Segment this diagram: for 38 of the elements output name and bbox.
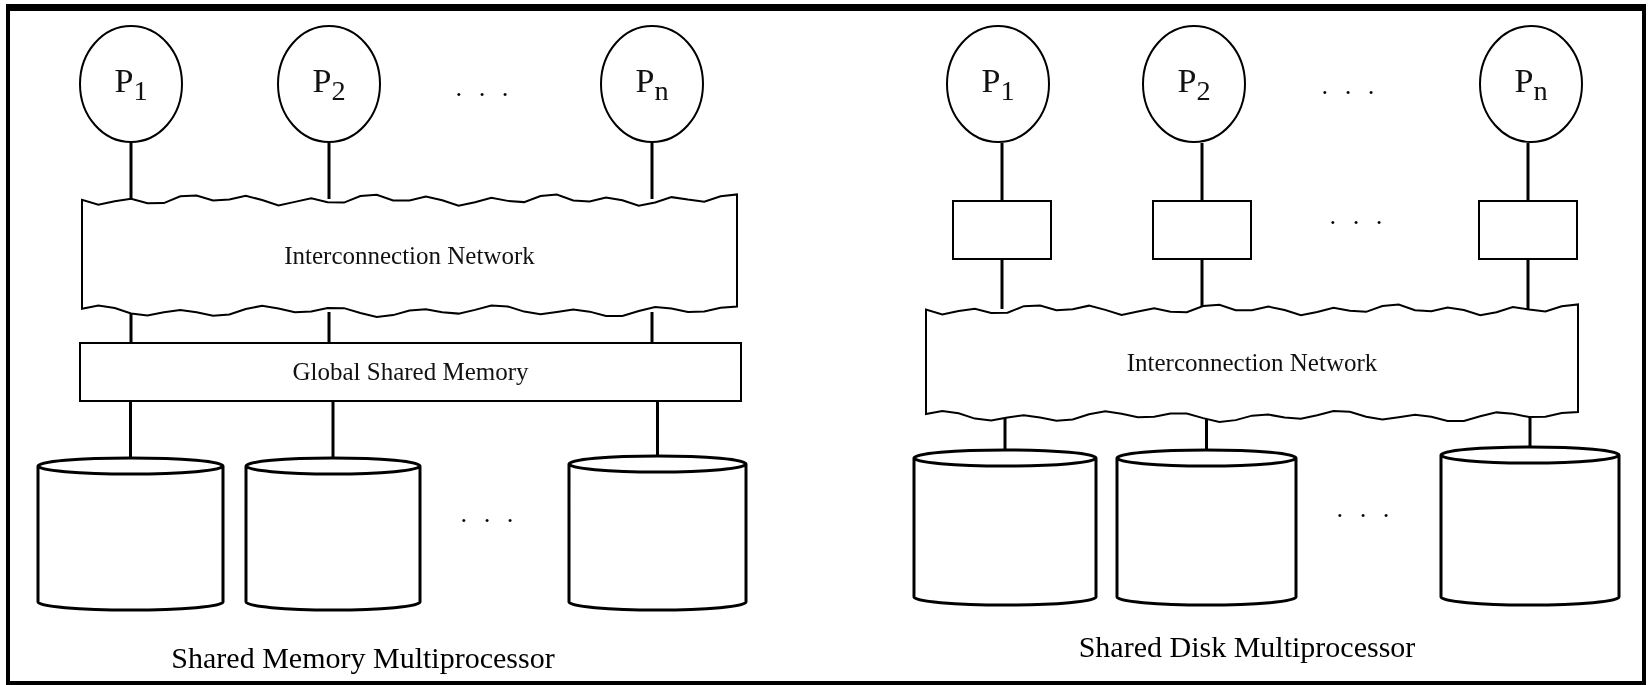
connector-line — [650, 143, 654, 199]
connector-line — [331, 402, 335, 458]
connector-line — [1003, 417, 1007, 450]
processor-label: P$_{n}$ — [635, 61, 669, 107]
connector-line — [129, 143, 133, 199]
processor-label: P$_{1}$ — [114, 61, 148, 107]
ellipsis: · · · — [454, 80, 514, 110]
memory-bar — [79, 342, 742, 402]
connector-line — [327, 143, 331, 199]
processor-label: P$_{2}$ — [312, 61, 346, 107]
connector-line — [1200, 260, 1204, 309]
node-label: Interconnection Network — [284, 241, 535, 270]
connector-line — [129, 312, 133, 342]
panel-caption: Shared Memory Multiprocessor — [171, 641, 555, 675]
controller-box — [1152, 200, 1252, 260]
ellipsis: · · · — [459, 506, 519, 536]
controller-box — [1478, 200, 1578, 260]
processor-label: P$_{1}$ — [981, 61, 1015, 107]
ellipsis: · · · — [1328, 208, 1388, 238]
connector-line — [1528, 417, 1532, 447]
processor-label: P$_{2}$ — [1177, 61, 1211, 107]
connector-line — [1526, 143, 1530, 200]
connector-line — [650, 312, 654, 342]
controller-box — [952, 200, 1052, 260]
connector-line — [1200, 143, 1204, 200]
node-label: Interconnection Network — [1126, 349, 1378, 377]
connector-line — [327, 312, 331, 342]
connector-line — [1000, 260, 1004, 309]
connector-line — [1526, 260, 1530, 309]
connector-line — [656, 402, 659, 456]
ellipsis: · · · — [1335, 501, 1395, 531]
connector-line — [1205, 417, 1208, 450]
panel-caption: Shared Disk Multiprocessor — [1078, 630, 1416, 664]
connector-line — [1000, 143, 1004, 200]
ellipsis: · · · — [1320, 78, 1380, 108]
connector-line — [129, 402, 132, 458]
node-label: Global Shared Memory — [292, 358, 529, 386]
processor-label: P$_{n}$ — [1514, 61, 1548, 107]
